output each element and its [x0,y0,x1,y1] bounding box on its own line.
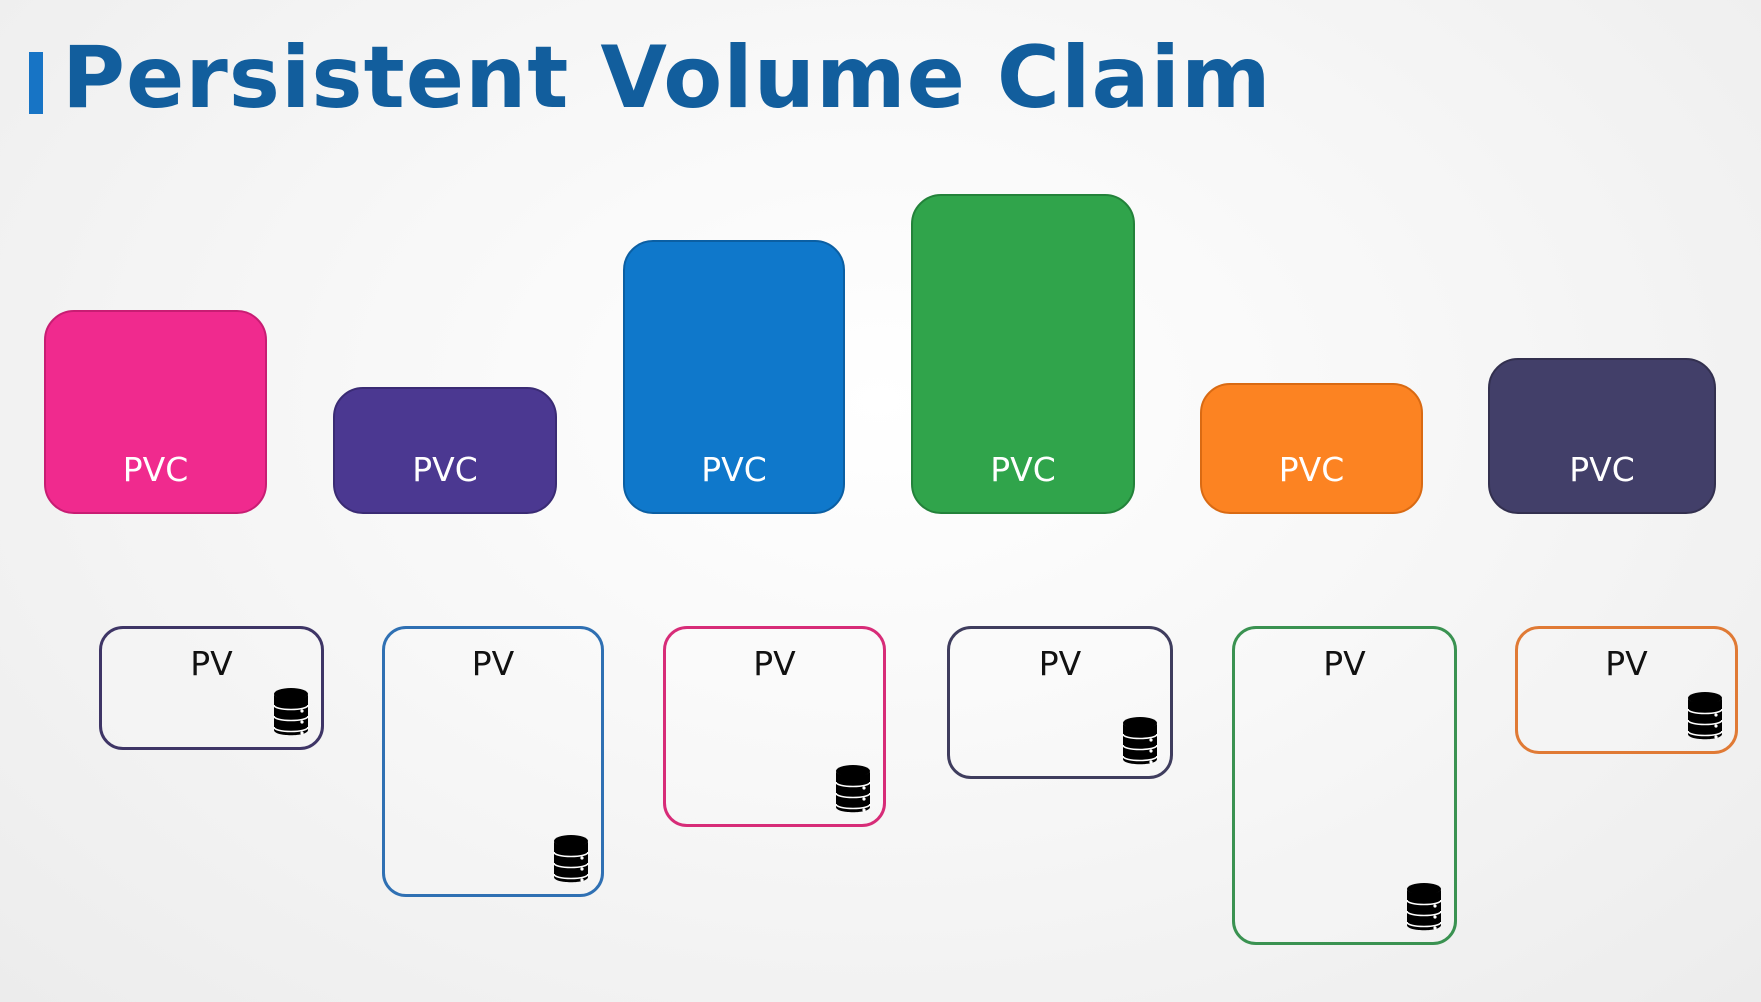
pvc-box-3: PVC [623,240,845,514]
pv-label: PV [190,644,233,683]
pv-label: PV [753,644,796,683]
pv-box-6: PV [1515,626,1738,754]
pv-label: PV [1323,644,1366,683]
slide-title: Persistent Volume Claim [62,28,1272,128]
database-icon [1406,882,1442,932]
database-icon [1122,716,1158,766]
pv-box-1: PV [99,626,324,750]
pvc-label: PVC [122,450,189,489]
database-icon [1687,691,1723,741]
pvc-label: PVC [990,450,1056,489]
pvc-label: PVC [1278,450,1345,489]
pvc-label: PVC [701,450,767,489]
database-icon [835,764,871,814]
title-accent-bar [29,52,43,114]
pv-box-2: PV [382,626,604,897]
pv-box-4: PV [947,626,1173,779]
pvc-box-1: PVC [44,310,267,514]
pvc-label: PVC [1569,450,1635,489]
pvc-box-6: PVC [1488,358,1716,514]
pv-label: PV [1038,644,1082,683]
pv-box-3: PV [663,626,886,827]
database-icon [273,687,309,737]
pv-label: PV [1605,644,1648,683]
database-icon [553,834,589,884]
pvc-label: PVC [412,450,478,489]
pv-box-5: PV [1232,626,1457,945]
pvc-box-4: PVC [911,194,1135,514]
pvc-box-5: PVC [1200,383,1423,514]
pvc-box-2: PVC [333,387,557,514]
pv-label: PV [471,644,515,683]
